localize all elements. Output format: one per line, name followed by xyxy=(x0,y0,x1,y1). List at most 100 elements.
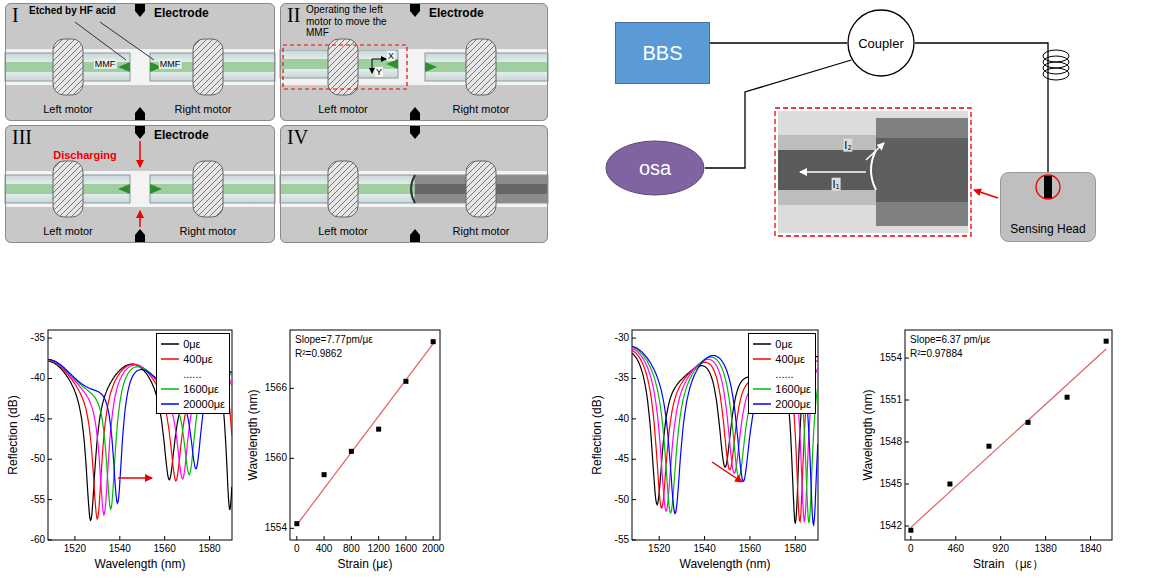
tick xyxy=(164,536,165,540)
node-text: Coupler xyxy=(858,36,904,51)
tick-label: 1540 xyxy=(109,543,131,555)
panel-ground xyxy=(280,3,548,121)
axis-label: Y xyxy=(375,67,383,77)
tick-label: -35 xyxy=(31,332,45,344)
leader-line xyxy=(100,22,154,60)
legend-text: 1600με xyxy=(775,383,811,395)
tick xyxy=(290,388,294,389)
spectrum-curve xyxy=(632,347,818,523)
motor-clamp xyxy=(328,161,358,217)
legend-sample xyxy=(161,384,179,394)
plot-frame xyxy=(632,330,818,540)
legend-box: 0με400με......1600με2000με xyxy=(748,333,816,414)
fit-line xyxy=(911,349,1106,527)
electrode-label: Electrode xyxy=(154,128,209,142)
legend-row: 20000με xyxy=(161,396,225,411)
panel-ground xyxy=(280,125,548,243)
tick-label: -50 xyxy=(31,453,45,465)
data-point xyxy=(947,482,952,487)
signal-label: I₂ xyxy=(843,139,852,152)
fit-note: Slope=6.37 pm/με xyxy=(909,334,992,346)
motor-clamp xyxy=(466,161,496,217)
electrode-tip xyxy=(135,107,145,121)
plot-frame xyxy=(290,330,440,540)
data-point xyxy=(349,449,354,454)
fit-note: R²=0.9862 xyxy=(294,348,343,360)
data-point xyxy=(322,472,327,477)
source-box: BBS xyxy=(615,22,710,84)
note-label: Etched by HF acid xyxy=(29,5,116,17)
splice-joint xyxy=(411,175,415,203)
plot-frame xyxy=(905,330,1112,540)
fiber-cladding xyxy=(876,118,968,226)
legend-text: ...... xyxy=(183,368,201,380)
axis-label: X xyxy=(387,51,395,61)
tick xyxy=(48,378,52,379)
part-label: Right motor xyxy=(453,103,510,116)
tick xyxy=(351,536,352,540)
tick xyxy=(48,499,52,500)
data-point xyxy=(403,379,408,384)
fiber-cladding xyxy=(778,135,876,205)
legend-sample xyxy=(161,399,179,409)
legend-row: ...... xyxy=(753,366,811,381)
panel-ground xyxy=(5,3,275,121)
legend-row: 1600με xyxy=(753,381,811,396)
tick xyxy=(905,484,909,485)
tick-label: -35 xyxy=(615,373,629,385)
spectrum-curve xyxy=(632,346,818,524)
axis-arrow xyxy=(372,59,373,73)
data-point xyxy=(294,521,299,526)
light-arrow xyxy=(866,143,884,160)
axis-title: Strain （με） xyxy=(973,558,1044,572)
tick-label: 1380 xyxy=(1034,543,1056,555)
tick xyxy=(632,418,636,419)
legend-line xyxy=(161,343,179,345)
part-label: Left motor xyxy=(318,225,368,238)
data-point xyxy=(1065,395,1070,400)
motor-clamp xyxy=(466,39,496,95)
legend-sample xyxy=(753,384,771,394)
capillary-band xyxy=(280,49,548,85)
fit-note: Slope=7.77pm/με xyxy=(294,334,374,346)
legend-box: 0με400με......1600με20000με xyxy=(156,333,230,414)
ellipse-outline xyxy=(606,141,704,195)
tick xyxy=(659,536,660,540)
node-text: osa xyxy=(639,157,671,180)
node-text: Sensing Head xyxy=(1010,222,1085,236)
part-label: Right motor xyxy=(180,225,237,238)
legend-row: 2000με xyxy=(753,396,811,411)
legend-line xyxy=(161,403,179,405)
motor-clamp xyxy=(193,39,223,95)
leader-line xyxy=(75,22,126,60)
fiber-core xyxy=(778,150,876,190)
electrode-tip xyxy=(135,125,145,139)
tick-label: 1580 xyxy=(198,543,220,555)
tick xyxy=(48,418,52,419)
sensing-head-box: Sensing Head xyxy=(1000,172,1096,242)
tick xyxy=(1090,536,1091,540)
legend-line xyxy=(753,358,771,360)
discharge-arrow xyxy=(139,141,141,167)
etched-cone xyxy=(425,62,437,72)
legend-sample xyxy=(753,339,771,349)
tick xyxy=(795,536,796,540)
inset-frame xyxy=(775,108,971,236)
callout-arrow xyxy=(974,190,998,198)
tick-label: 1554 xyxy=(880,352,902,364)
tick xyxy=(905,400,909,401)
legend-text: ...... xyxy=(775,368,793,380)
tick xyxy=(632,540,636,541)
legend-sample xyxy=(161,369,179,379)
legend-text: 400με xyxy=(775,353,805,365)
motor-clamp xyxy=(193,161,223,217)
tick xyxy=(378,536,379,540)
tick xyxy=(632,459,636,460)
legend-row: 400με xyxy=(161,351,225,366)
tick xyxy=(632,378,636,379)
part-label: MMF xyxy=(159,59,182,69)
legend-text: 1600με xyxy=(183,383,219,395)
legend-text: 20000με xyxy=(183,398,225,410)
tick xyxy=(749,536,750,540)
